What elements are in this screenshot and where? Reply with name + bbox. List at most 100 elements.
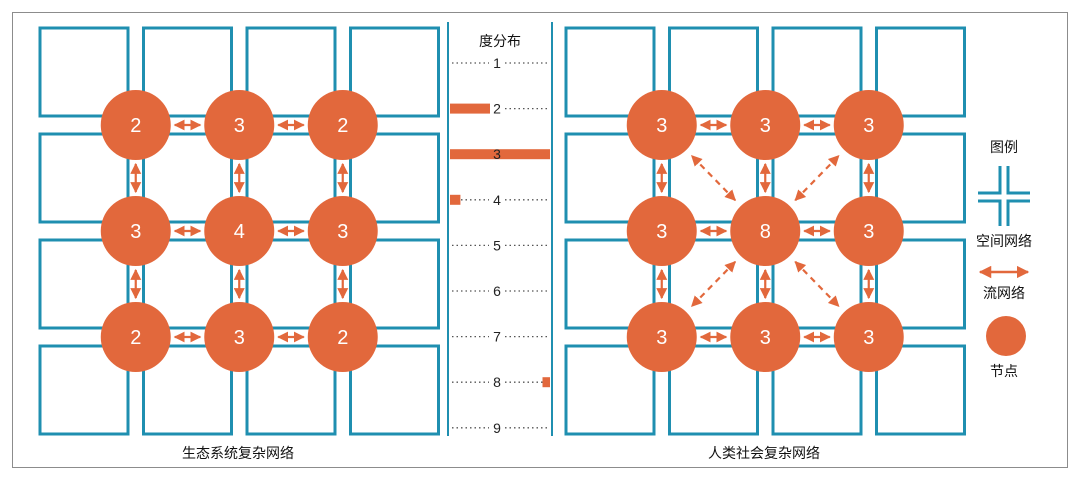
spatial-block — [38, 26, 130, 118]
spatial-block — [771, 132, 863, 224]
left-spatial-grid — [38, 26, 440, 436]
spatial-block — [349, 26, 440, 118]
right-flow-arrows — [656, 119, 875, 343]
chart-title: 度分布 — [479, 34, 521, 50]
spatial-block — [142, 26, 233, 118]
network-node — [307, 90, 378, 160]
degree-tick-label: 4 — [493, 192, 501, 208]
spatial-block — [771, 344, 863, 436]
node-degree-label: 3 — [863, 327, 874, 349]
spatial-block — [668, 26, 759, 118]
spatial-block — [875, 238, 966, 330]
spatial-block — [564, 344, 656, 436]
network-node — [730, 90, 801, 160]
node-degree-label: 3 — [760, 115, 771, 137]
spatial-block — [668, 132, 759, 224]
degree-tick-label: 5 — [493, 237, 501, 253]
network-node — [626, 196, 697, 266]
flow-arrow — [691, 260, 736, 308]
flow-arrow — [794, 260, 840, 308]
degree-bar-human — [490, 149, 550, 160]
spatial-block — [38, 344, 130, 436]
flow-arrow — [794, 154, 840, 202]
node-degree-label: 3 — [656, 327, 667, 349]
figure-frame — [12, 12, 1068, 468]
network-node — [100, 196, 171, 266]
network-node — [833, 302, 904, 372]
node-degree-label: 3 — [863, 115, 874, 137]
left-caption: 生态系统复杂网络 — [182, 445, 294, 462]
legend-title: 图例 — [990, 140, 1018, 156]
spatial-block — [771, 26, 863, 118]
spatial-block — [142, 344, 233, 436]
spatial-block — [875, 132, 966, 224]
left-nodes: 2 3 2 3 4 3 2 3 2 — [100, 90, 378, 372]
spatial-block — [245, 26, 337, 118]
spatial-block — [875, 26, 966, 118]
degree-tick-label: 6 — [493, 283, 501, 299]
legend-flow-label: 流网络 — [983, 286, 1025, 302]
spatial-block — [142, 238, 233, 330]
network-node — [100, 90, 171, 160]
degree-bar-ecosystem — [450, 103, 490, 114]
degree-tick-label: 8 — [493, 374, 501, 390]
spatial-block — [771, 238, 863, 330]
spatial-block — [349, 344, 440, 436]
node-degree-label: 3 — [656, 221, 667, 243]
node-degree-label: 3 — [130, 221, 141, 243]
degree-bar-human — [542, 377, 550, 388]
network-node — [730, 196, 801, 266]
legend-spatial-label: 空间网络 — [976, 234, 1032, 250]
node-degree-label: 4 — [234, 221, 245, 243]
right-spatial-grid — [564, 26, 966, 436]
spatial-block — [668, 238, 759, 330]
degree-distribution-chart: 度分布 1 2 3 4 5 6 7 8 9 — [447, 22, 553, 436]
legend-node-icon — [986, 316, 1026, 356]
spatial-block — [245, 132, 337, 224]
spatial-block — [875, 344, 966, 436]
spatial-block — [245, 238, 337, 330]
node-degree-label: 3 — [760, 327, 771, 349]
legend: 图例 空间网络 流网络 节点 — [976, 140, 1032, 380]
network-node — [626, 90, 697, 160]
node-degree-label: 3 — [234, 115, 245, 137]
node-degree-label: 3 — [656, 115, 667, 137]
node-degree-label: 8 — [760, 221, 771, 243]
degree-tick-label: 2 — [493, 101, 501, 117]
network-node — [833, 196, 904, 266]
right-caption: 人类社会复杂网络 — [708, 445, 820, 462]
network-node — [100, 302, 171, 372]
spatial-block — [668, 344, 759, 436]
spatial-block — [38, 238, 130, 330]
network-node — [626, 302, 697, 372]
network-node — [204, 302, 275, 372]
legend-spatial-icon — [978, 166, 1030, 226]
node-degree-label: 3 — [337, 221, 348, 243]
degree-tick-label: 9 — [493, 420, 501, 436]
degree-tick-label: 3 — [493, 146, 501, 162]
degree-bar-ecosystem — [450, 149, 490, 160]
network-node — [204, 90, 275, 160]
network-node — [730, 302, 801, 372]
degree-tick-label: 7 — [493, 329, 501, 345]
degree-bar-ecosystem — [450, 194, 461, 205]
flow-arrow — [691, 154, 736, 202]
node-degree-label: 2 — [337, 115, 348, 137]
degree-tick-label: 1 — [493, 55, 501, 71]
spatial-block — [349, 238, 440, 330]
spatial-block — [564, 26, 656, 118]
spatial-block — [564, 238, 656, 330]
node-degree-label: 2 — [337, 327, 348, 349]
node-degree-label: 2 — [130, 327, 141, 349]
network-node — [833, 90, 904, 160]
left-flow-arrows — [130, 119, 349, 343]
network-node — [307, 302, 378, 372]
spatial-block — [564, 132, 656, 224]
node-degree-label: 2 — [130, 115, 141, 137]
spatial-block — [142, 132, 233, 224]
spatial-block — [38, 132, 130, 224]
network-node — [204, 196, 275, 266]
node-degree-label: 3 — [234, 327, 245, 349]
